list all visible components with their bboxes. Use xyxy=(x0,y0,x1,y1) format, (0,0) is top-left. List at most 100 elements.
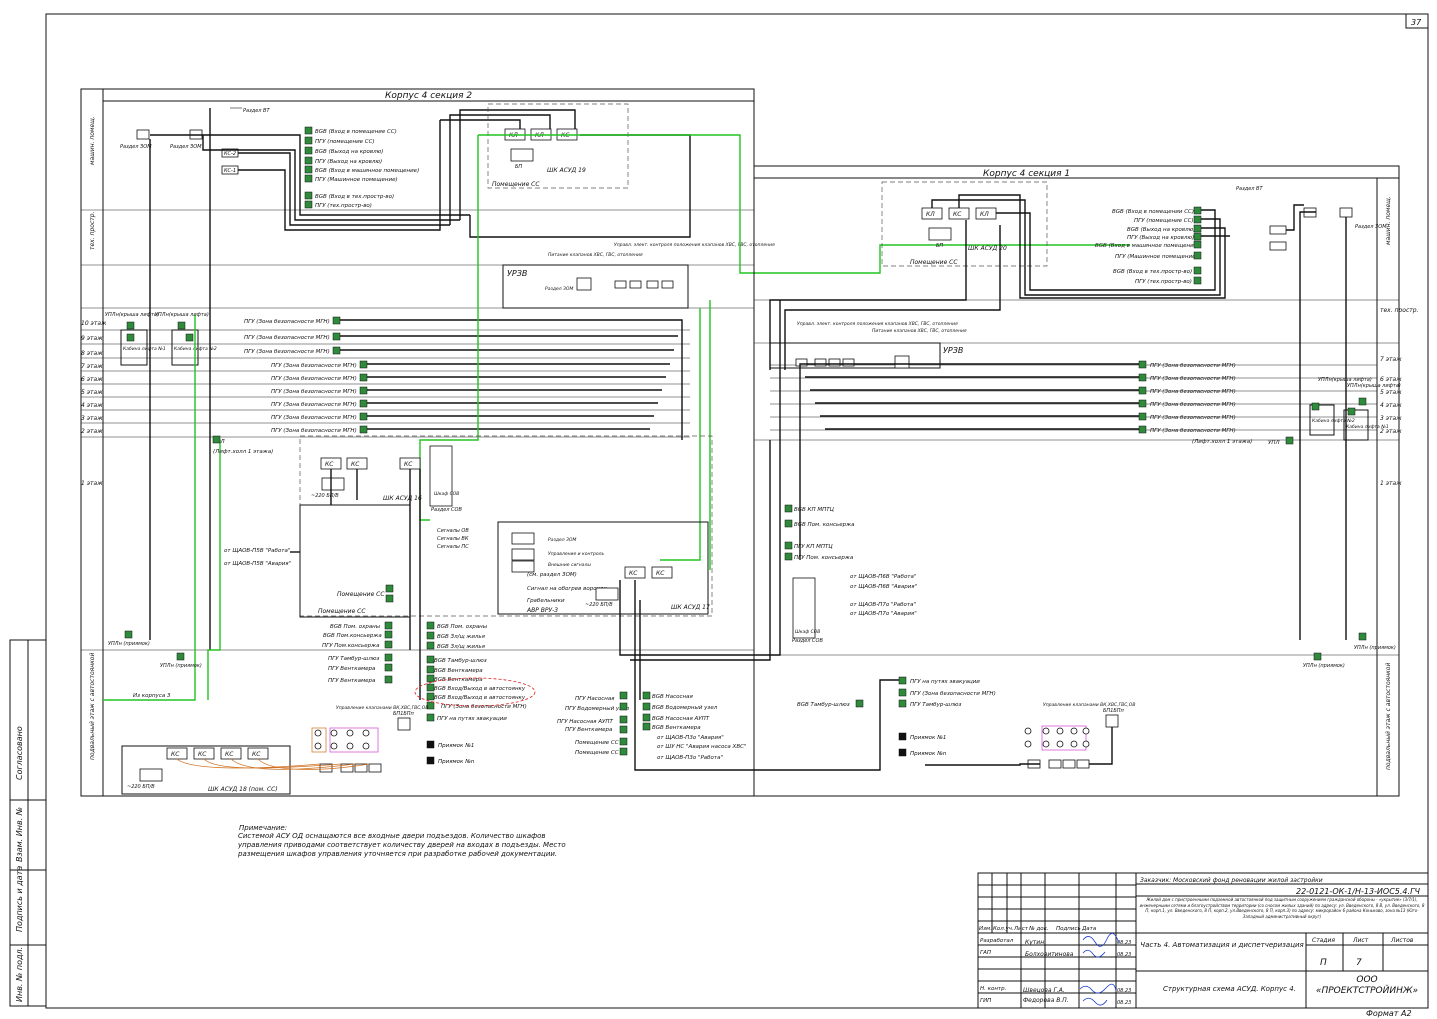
shk-18-label: ШК АСУД 18 (пом. СС) xyxy=(208,786,278,793)
svg-text:ПГУ (Выход на кровлю): ПГУ (Выход на кровлю) xyxy=(315,159,382,165)
svg-text:П: П xyxy=(1320,958,1327,968)
title-block: Изм. Кол.уч. Лист № док. Подпись Дата Ра… xyxy=(977,872,1429,1009)
svg-text:Управление и контроль: Управление и контроль xyxy=(548,551,605,557)
svg-text:ПГУ на путях эвакуации: ПГУ на путях эвакуации xyxy=(437,716,507,722)
section-1-title: Корпус 4 секция 1 xyxy=(983,169,1070,179)
shk-20-label: ШК АСУД 20 xyxy=(968,245,1007,252)
svg-text:КС: КС xyxy=(404,461,413,468)
svg-text:BGB Пом. охраны: BGB Пом. охраны xyxy=(330,624,381,630)
svg-text:Лист: Лист xyxy=(1013,926,1029,932)
note-title: Примечание: xyxy=(239,824,287,832)
svg-text:ПГУ Насосная: ПГУ Насосная xyxy=(575,696,615,702)
svg-text:(Лифт.холл 1 этажа): (Лифт.холл 1 этажа) xyxy=(1192,439,1252,445)
svg-text:УПЛ: УПЛ xyxy=(1268,440,1280,446)
svg-text:УПЛн(крыша лифта): УПЛн(крыша лифта) xyxy=(1347,383,1401,389)
svg-text:BGB (Вход в машинное помещение: BGB (Вход в машинное помещение) xyxy=(1095,243,1199,249)
svg-text:ГИП: ГИП xyxy=(980,998,991,1004)
svg-text:ПГУ (Зона безопасности МГН): ПГУ (Зона безопасности МГН) xyxy=(271,402,357,408)
svg-text:ГАП: ГАП xyxy=(980,950,991,956)
svg-text:Управл. элект. контроля положе: Управл. элект. контроля положения клапан… xyxy=(797,321,958,327)
svg-text:Из корпуса 3: Из корпуса 3 xyxy=(133,693,171,699)
svg-text:ПГУ (тех.простр-во): ПГУ (тех.простр-во) xyxy=(1135,279,1192,285)
svg-text:ПГУ Водомерный узел: ПГУ Водомерный узел xyxy=(565,706,629,712)
svg-text:Кабина лифта №2: Кабина лифта №2 xyxy=(1312,418,1355,424)
svg-text:ПГУ (Зона безопасности МГН): ПГУ (Зона безопасности МГН) xyxy=(271,376,357,382)
svg-text:~220 БП/В: ~220 БП/В xyxy=(127,784,155,790)
right-top-devices: BGB (Вход в помещении СС) ПГУ (помещение… xyxy=(1095,206,1202,285)
left-floor-labels: машин. помещ. тех. простр. 10 этаж 9 эта… xyxy=(81,116,107,760)
svg-text:ПГУ (Зона безопасности МГН): ПГУ (Зона безопасности МГН) xyxy=(1150,389,1236,395)
svg-text:Изм.: Изм. xyxy=(979,926,992,932)
room-cc-top: Помещение СС xyxy=(492,181,540,188)
shk-19-zone xyxy=(487,103,629,189)
svg-text:ПГУ (Зона безопасности МГН): ПГУ (Зона безопасности МГН) xyxy=(441,704,527,710)
svg-text:Сигналы ПС: Сигналы ПС xyxy=(437,544,469,550)
pump-group-right-labels: BGB Насосная BGB Водомерный узел BGB Нас… xyxy=(642,691,746,761)
svg-text:КС: КС xyxy=(953,211,962,218)
svg-text:КС: КС xyxy=(252,751,261,758)
svg-text:Помещение СС: Помещение СС xyxy=(337,591,385,598)
svg-text:Кутин: Кутин xyxy=(1025,939,1044,946)
svg-text:BGB Пом. консьержа: BGB Пом. консьержа xyxy=(794,522,855,528)
svg-text:BGB Водомерный узел: BGB Водомерный узел xyxy=(652,705,718,711)
object-description: Жилой дом с пристроенными подземной авто… xyxy=(1139,897,1425,919)
svg-text:КЛ: КЛ xyxy=(926,211,935,218)
svg-text:1 этаж: 1 этаж xyxy=(1380,480,1402,487)
svg-text:08.23: 08.23 xyxy=(1117,1000,1131,1006)
right-floor-labels: машин. помещ. тех. простр. 7 этаж 6 этаж… xyxy=(1380,196,1419,770)
svg-text:Помещение СС: Помещение СС xyxy=(575,740,619,746)
svg-text:BGB Тамбур-шлюз: BGB Тамбур-шлюз xyxy=(797,702,850,708)
svg-text:BGB Насосная: BGB Насосная xyxy=(652,694,693,700)
svg-text:Грабельники: Грабельники xyxy=(527,598,565,604)
svg-text:машин. помещ.: машин. помещ. xyxy=(89,116,96,165)
right-pgu-mgn-rows: ПГУ (Зона безопасности МГН) ПГУ (Зона бе… xyxy=(1138,360,1236,434)
svg-text:BGB Венткамера: BGB Венткамера xyxy=(652,725,701,731)
svg-text:УПЛн(крыша лифта): УПЛн(крыша лифта) xyxy=(1318,377,1372,383)
svg-text:6 этаж: 6 этаж xyxy=(81,376,103,383)
svg-text:Стадия: Стадия xyxy=(1312,937,1335,944)
svg-text:БП1БПп: БП1БПп xyxy=(1103,708,1125,714)
svg-text:08.23: 08.23 xyxy=(1117,940,1131,946)
svg-text:ПГУ Насосная АУПТ: ПГУ Насосная АУПТ xyxy=(557,719,613,725)
svg-text:~220 БП/В: ~220 БП/В xyxy=(311,493,339,499)
svg-text:Н. контр.: Н. контр. xyxy=(980,986,1007,992)
svg-text:Сигналы ВК: Сигналы ВК xyxy=(437,536,469,542)
svg-text:3 этаж: 3 этаж xyxy=(81,415,103,422)
svg-text:ПГУ (Зона безопасности МГН): ПГУ (Зона безопасности МГН) xyxy=(271,363,357,369)
svg-text:ПГУ (Машинное помещение): ПГУ (Машинное помещение) xyxy=(1115,254,1198,260)
svg-text:ПГУ (Зона безопасности МГН): ПГУ (Зона безопасности МГН) xyxy=(1150,415,1236,421)
svg-text:ПГУ (Зона безопасности МГН): ПГУ (Зона безопасности МГН) xyxy=(1150,363,1236,369)
svg-text:Подпись: Подпись xyxy=(1056,926,1081,932)
svg-text:BGB (Вход в помещение СС): BGB (Вход в помещение СС) xyxy=(315,129,397,135)
svg-text:Раздел ВТ: Раздел ВТ xyxy=(1236,186,1263,192)
svg-text:КС: КС xyxy=(171,751,180,758)
svg-text:7 этаж: 7 этаж xyxy=(1380,356,1402,363)
razdel-zom-1: Раздел ЗОМ xyxy=(120,144,152,150)
avr-label: АВР ВРУ-3 xyxy=(526,607,558,614)
svg-text:ПГУ (Зона безопасности МГН): ПГУ (Зона безопасности МГН) xyxy=(271,415,357,421)
urzv-left xyxy=(502,264,689,309)
section-2-title: Корпус 4 секция 2 xyxy=(385,91,472,101)
svg-text:BGB Насосная АУПТ: BGB Насосная АУПТ xyxy=(652,716,710,722)
svg-text:BGB Зл/щ жилья: BGB Зл/щ жилья xyxy=(437,634,486,640)
svg-text:Кол.уч.: Кол.уч. xyxy=(993,926,1014,932)
svg-text:тех. простр.: тех. простр. xyxy=(1380,307,1419,314)
page-number-box xyxy=(1405,13,1429,29)
svg-text:ПГУ (Зона безопасности МГН): ПГУ (Зона безопасности МГН) xyxy=(1150,376,1236,382)
svg-text:от ЩАОВ-П5В "Работа": от ЩАОВ-П5В "Работа" xyxy=(224,548,290,554)
svg-text:Помещение СС: Помещение СС xyxy=(575,750,619,756)
urzv-right-label: УРЗВ xyxy=(943,346,963,355)
svg-text:ПГУ Пом. консьержа: ПГУ Пом. консьержа xyxy=(794,555,854,561)
svg-text:Раздел СОВ: Раздел СОВ xyxy=(792,638,823,644)
svg-text:ПГУ (Зона безопасности МГН): ПГУ (Зона безопасности МГН) xyxy=(1150,402,1236,408)
svg-text:BGB (Вход в машинное помещение: BGB (Вход в машинное помещение) xyxy=(315,168,419,174)
svg-text:КС: КС xyxy=(198,751,207,758)
svg-text:БП: БП xyxy=(936,243,943,249)
svg-text:Швецова Г.А.: Швецова Г.А. xyxy=(1023,987,1065,994)
svg-text:ПГУ (Зона безопасности МГН): ПГУ (Зона безопасности МГН) xyxy=(910,691,996,697)
svg-text:Управление клапанами ВК,ХВС,ГВ: Управление клапанами ВК,ХВС,ГВС,ОВ xyxy=(1043,702,1135,708)
svg-text:3 этаж: 3 этаж xyxy=(1380,415,1402,422)
svg-text:ПГУ (Зона безопасности МГН): ПГУ (Зона безопасности МГН) xyxy=(244,319,330,325)
svg-text:Листов: Листов xyxy=(1390,937,1414,944)
svg-text:BGB Венткамера: BGB Венткамера xyxy=(434,668,483,674)
